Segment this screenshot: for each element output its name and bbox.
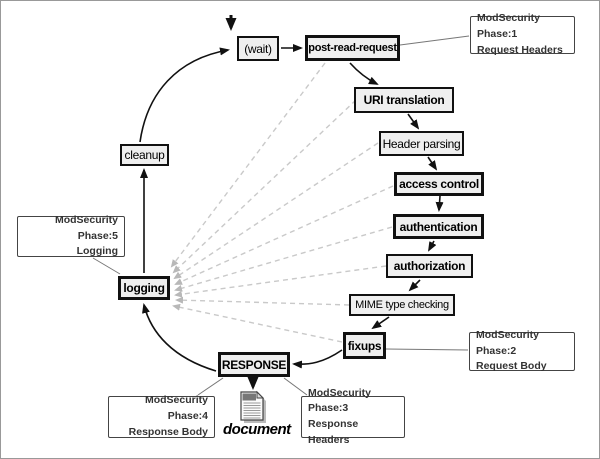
node-uri-translation-label: URI translation: [363, 93, 445, 107]
note-phase-3-line-2: Response Headers: [308, 418, 359, 446]
node-wait-label: (wait): [244, 41, 272, 56]
node-response: RESPONSE: [218, 352, 290, 377]
note-phase-2-line-2: Request Body: [476, 360, 547, 373]
note-phase-4-line-2: Response Body: [128, 425, 208, 438]
note-modsecurity-phase-1: ModSecurity Phase:1 Request Headers: [470, 12, 575, 56]
node-access-control: access control: [394, 172, 484, 196]
note-phase-5-line-1: ModSecurity Phase:5: [54, 213, 118, 242]
node-header-parsing-label: Header parsing: [382, 136, 461, 151]
node-authorization-label: authorization: [393, 259, 466, 273]
node-post-read-request: post-read-request: [305, 35, 400, 61]
node-cleanup: cleanup: [120, 144, 169, 166]
note-modsecurity-phase-3: ModSecurity Phase:3 Response Headers: [301, 387, 405, 446]
node-logging: logging: [118, 276, 170, 300]
document-caption: document: [223, 421, 291, 438]
node-post-read-request-label: post-read-request: [308, 42, 397, 54]
note-modsecurity-phase-2: ModSecurity Phase:2 Request Body: [469, 329, 575, 372]
note-phase-5-line-2: Logging: [76, 245, 118, 258]
document-icon: [240, 390, 266, 423]
note-phase-1-line-2: Request Headers: [477, 43, 563, 56]
node-wait: (wait): [237, 36, 279, 61]
node-uri-translation: URI translation: [354, 87, 454, 113]
note-phase-4-line-1: ModSecurity Phase:4: [144, 394, 208, 423]
note-phase-2-line-1: ModSecurity Phase:2: [476, 328, 540, 357]
node-header-parsing: Header parsing: [379, 131, 464, 156]
node-access-control-label: access control: [399, 177, 479, 191]
node-logging-label: logging: [123, 281, 165, 295]
note-phase-1-line-1: ModSecurity Phase:1: [477, 12, 541, 41]
note-connectors: [92, 35, 470, 396]
node-response-label: RESPONSE: [221, 357, 287, 372]
node-authentication: authentication: [393, 214, 484, 239]
node-mime-type-checking-label: MIME type checking: [355, 299, 449, 311]
node-authorization: authorization: [386, 254, 473, 278]
node-mime-type-checking: MIME type checking: [349, 294, 455, 316]
note-phase-3-line-1: ModSecurity Phase:3: [308, 386, 372, 415]
note-modsecurity-phase-5: ModSecurity Phase:5 Logging: [17, 213, 125, 258]
dashed-logging-links: [170, 62, 394, 343]
node-fixups: fixups: [343, 332, 386, 359]
note-modsecurity-phase-4: ModSecurity Phase:4 Response Body: [108, 394, 215, 438]
cycle-arrows: [139, 15, 444, 390]
node-authentication-label: authentication: [399, 219, 478, 234]
node-cleanup-label: cleanup: [124, 148, 165, 162]
node-fixups-label: fixups: [347, 338, 382, 353]
